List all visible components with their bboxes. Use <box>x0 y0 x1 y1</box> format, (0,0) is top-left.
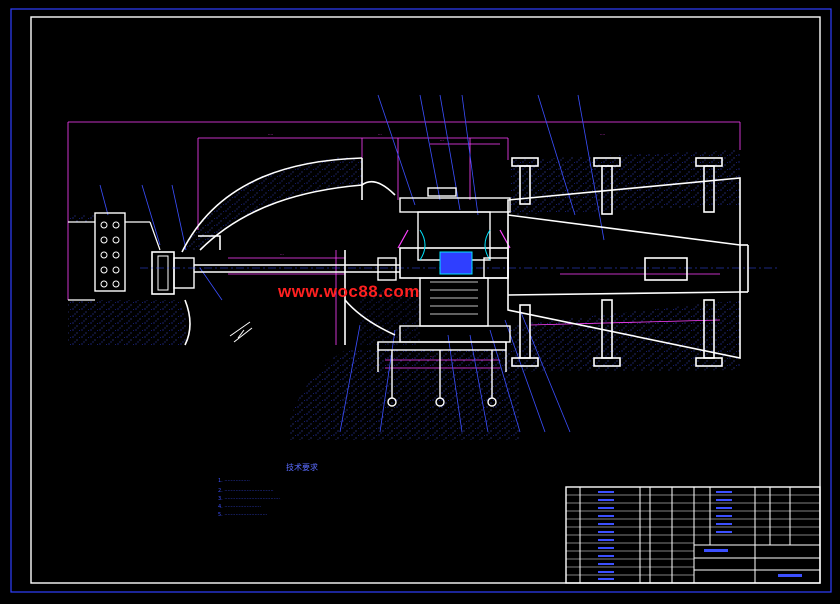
title-block-rows <box>566 494 820 576</box>
svg-text:···: ··· <box>440 138 444 143</box>
intake-grille <box>68 212 161 301</box>
watermark-text: www.woc88.com <box>278 282 420 301</box>
svg-text:···: ··· <box>280 252 284 257</box>
note-item: 2. ······························· <box>218 488 274 494</box>
pump-body <box>397 187 511 343</box>
title-block-text <box>598 491 802 580</box>
inner-frame <box>30 16 821 584</box>
svg-text:···: ··· <box>430 354 434 359</box>
inlet-bend <box>181 157 396 346</box>
svg-text:····: ···· <box>268 132 273 137</box>
note-item: 1. ················ <box>218 478 250 484</box>
concrete-hatching <box>68 150 740 440</box>
section-mark <box>229 321 253 343</box>
notes-title: 技术要求 <box>286 463 318 472</box>
outer-border <box>10 8 832 593</box>
svg-text:···: ··· <box>378 132 382 137</box>
note-item: 5. ··························· <box>218 512 268 518</box>
diffuser <box>507 177 749 359</box>
flange-ribs <box>511 157 723 367</box>
dimension-lines <box>67 121 741 369</box>
leader-lines <box>99 94 605 433</box>
note-item: 4. ······················· <box>218 504 261 510</box>
support-frame <box>377 341 507 407</box>
svg-text:····: ···· <box>600 132 605 137</box>
note-item: 3. ··································· <box>218 496 280 502</box>
